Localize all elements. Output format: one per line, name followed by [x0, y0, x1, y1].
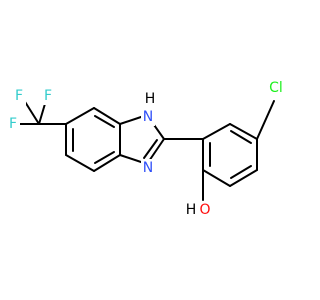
- bond-c7a-c7: [93, 107, 121, 125]
- bond-p5-p6-inner: [230, 130, 252, 144]
- fluorine-label-1: F: [15, 88, 23, 104]
- oxygen-label: O: [199, 202, 210, 218]
- bond-p2-p3: [202, 169, 231, 187]
- fluorine-label-2: F: [44, 88, 52, 104]
- bond-p6-p1: [202, 123, 231, 140]
- bond-p5-p6: [229, 123, 258, 140]
- chlorine-label: Cl: [269, 80, 283, 96]
- bond-c4-c3a-inner: [94, 151, 115, 164]
- molecule-canvas: F F F N H N Cl O H: [6, 79, 288, 219]
- bond-c5-c4: [65, 154, 95, 172]
- hydroxyl-hydrogen-label: H: [186, 202, 197, 218]
- bond-p3-p4: [229, 169, 258, 187]
- bond-ring-cl: [256, 100, 275, 140]
- bond-c7a-c7-inner: [94, 115, 115, 128]
- benzo-ring-bonds: [65, 107, 121, 172]
- nh-nitrogen-label: N: [143, 109, 153, 125]
- structure-diagram: F F F N H N Cl O H: [6, 79, 288, 219]
- bond-c6-c7: [65, 107, 95, 125]
- bond-c2-n3-inner: [143, 139, 158, 159]
- bond-p3-p4-inner: [230, 165, 252, 179]
- fluorine-label-3: F: [9, 116, 17, 132]
- n3-nitrogen-label: N: [143, 160, 153, 176]
- phenol-ring-bonds: [202, 123, 258, 187]
- atom-labels: F F F N H N Cl O H: [6, 79, 288, 219]
- nh-hydrogen-label: H: [145, 91, 156, 107]
- bond-c4-c3a: [93, 154, 121, 172]
